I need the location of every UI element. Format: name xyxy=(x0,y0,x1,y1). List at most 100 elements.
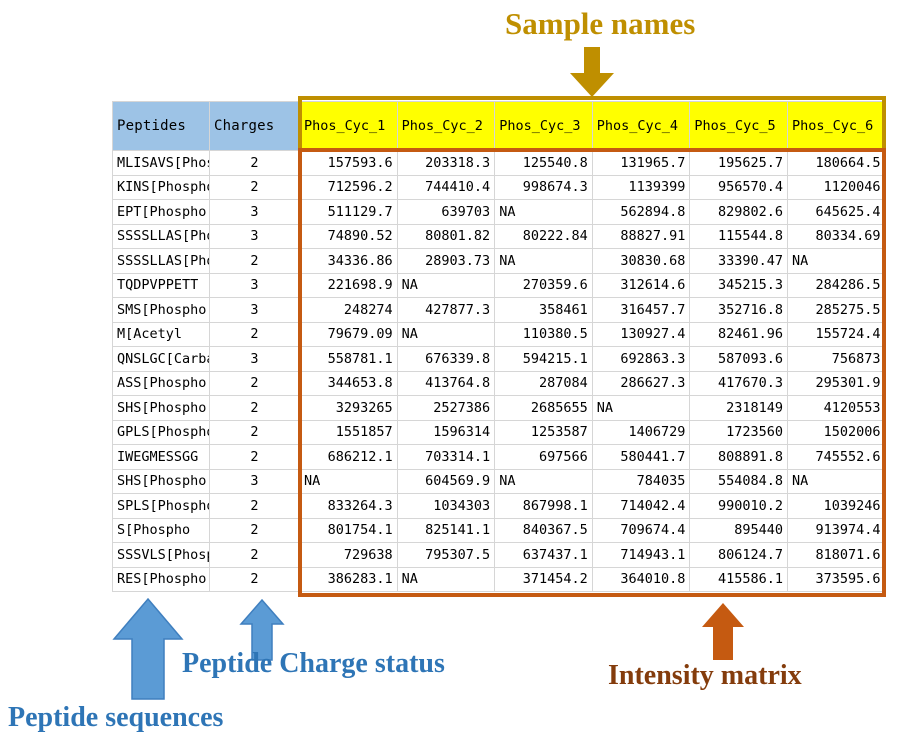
cell-intensity[interactable]: 913974.4 xyxy=(786,517,886,543)
cell-intensity[interactable]: 1551857 xyxy=(299,419,398,445)
cell-intensity[interactable]: 373595.6 xyxy=(786,566,886,592)
cell-intensity[interactable]: 80222.84 xyxy=(494,223,593,249)
cell-peptide[interactable]: SSSSLLAS[Phospho xyxy=(112,248,210,274)
cell-intensity[interactable]: 28903.73 xyxy=(396,248,496,274)
cell-intensity[interactable]: NA xyxy=(396,272,496,298)
cell-intensity[interactable]: 1723560 xyxy=(689,419,788,445)
cell-charge[interactable]: 2 xyxy=(209,321,300,347)
cell-intensity[interactable]: 756873 xyxy=(786,346,886,372)
cell-intensity[interactable]: 286627.3 xyxy=(591,370,691,396)
cell-intensity[interactable]: 413764.8 xyxy=(396,370,496,396)
cell-intensity[interactable]: NA xyxy=(396,321,496,347)
cell-intensity[interactable]: NA xyxy=(494,199,593,225)
cell-charge[interactable]: 3 xyxy=(209,346,300,372)
cell-intensity[interactable]: 580441.7 xyxy=(591,444,691,470)
cell-intensity[interactable]: 833264.3 xyxy=(299,493,398,519)
cell-intensity[interactable]: 312614.6 xyxy=(591,272,691,298)
cell-intensity[interactable]: 990010.2 xyxy=(689,493,788,519)
cell-intensity[interactable]: 587093.6 xyxy=(689,346,788,372)
cell-charge[interactable]: 3 xyxy=(209,223,300,249)
cell-intensity[interactable]: 74890.52 xyxy=(299,223,398,249)
cell-intensity[interactable]: 840367.5 xyxy=(494,517,593,543)
cell-intensity[interactable]: 714943.1 xyxy=(591,542,691,568)
cell-charge[interactable]: 2 xyxy=(209,517,300,543)
cell-intensity[interactable]: 386283.1 xyxy=(299,566,398,592)
cell-charge[interactable]: 2 xyxy=(209,566,300,592)
cell-intensity[interactable]: 427877.3 xyxy=(396,297,496,323)
cell-intensity[interactable]: NA xyxy=(786,468,886,494)
cell-peptide[interactable]: ASS[Phospho xyxy=(112,370,210,396)
cell-intensity[interactable]: 709674.4 xyxy=(591,517,691,543)
cell-intensity[interactable]: 558781.1 xyxy=(299,346,398,372)
cell-charge[interactable]: 3 xyxy=(209,297,300,323)
cell-intensity[interactable]: 729638 xyxy=(299,542,398,568)
cell-charge[interactable]: 2 xyxy=(209,150,300,176)
cell-peptide[interactable]: GPLS[Phospho xyxy=(112,419,210,445)
cell-intensity[interactable]: 818071.6 xyxy=(786,542,886,568)
cell-intensity[interactable]: 1502006 xyxy=(786,419,886,445)
cell-charge[interactable]: 2 xyxy=(209,370,300,396)
column-header-charges[interactable]: Charges xyxy=(209,101,300,151)
cell-intensity[interactable]: 806124.7 xyxy=(689,542,788,568)
cell-intensity[interactable]: 1120046 xyxy=(786,174,886,200)
cell-intensity[interactable]: 345215.3 xyxy=(689,272,788,298)
cell-intensity[interactable]: 639703 xyxy=(396,199,496,225)
cell-charge[interactable]: 2 xyxy=(209,395,300,421)
cell-intensity[interactable]: 645625.4 xyxy=(786,199,886,225)
column-header-sample-5[interactable]: Phos_Cyc_5 xyxy=(689,101,788,151)
cell-intensity[interactable]: 801754.1 xyxy=(299,517,398,543)
cell-intensity[interactable]: 1039246 xyxy=(786,493,886,519)
cell-intensity[interactable]: 417670.3 xyxy=(689,370,788,396)
cell-intensity[interactable]: 415586.1 xyxy=(689,566,788,592)
cell-intensity[interactable]: NA xyxy=(786,248,886,274)
cell-intensity[interactable]: 284286.5 xyxy=(786,272,886,298)
cell-intensity[interactable]: 195625.7 xyxy=(689,150,788,176)
cell-intensity[interactable]: 34336.86 xyxy=(299,248,398,274)
cell-intensity[interactable]: NA xyxy=(494,248,593,274)
cell-intensity[interactable]: 1253587 xyxy=(494,419,593,445)
cell-charge[interactable]: 3 xyxy=(209,468,300,494)
cell-intensity[interactable]: 4120553 xyxy=(786,395,886,421)
cell-intensity[interactable]: 295301.9 xyxy=(786,370,886,396)
cell-charge[interactable]: 2 xyxy=(209,248,300,274)
cell-intensity[interactable]: 80801.82 xyxy=(396,223,496,249)
cell-intensity[interactable]: 562894.8 xyxy=(591,199,691,225)
cell-intensity[interactable]: 270359.6 xyxy=(494,272,593,298)
cell-intensity[interactable]: 692863.3 xyxy=(591,346,691,372)
cell-intensity[interactable]: 2685655 xyxy=(494,395,593,421)
cell-intensity[interactable]: 110380.5 xyxy=(494,321,593,347)
cell-intensity[interactable]: 131965.7 xyxy=(591,150,691,176)
cell-intensity[interactable]: 2527386 xyxy=(396,395,496,421)
column-header-sample-2[interactable]: Phos_Cyc_2 xyxy=(396,101,496,151)
cell-intensity[interactable]: 3293265 xyxy=(299,395,398,421)
cell-intensity[interactable]: 364010.8 xyxy=(591,566,691,592)
cell-peptide[interactable]: SHS[Phospho xyxy=(112,468,210,494)
cell-intensity[interactable]: 2318149 xyxy=(689,395,788,421)
cell-intensity[interactable]: 744410.4 xyxy=(396,174,496,200)
cell-intensity[interactable]: 604569.9 xyxy=(396,468,496,494)
cell-intensity[interactable]: 287084 xyxy=(494,370,593,396)
cell-intensity[interactable]: 697566 xyxy=(494,444,593,470)
cell-intensity[interactable]: NA xyxy=(494,468,593,494)
cell-intensity[interactable]: 594215.1 xyxy=(494,346,593,372)
cell-intensity[interactable]: 30830.68 xyxy=(591,248,691,274)
cell-intensity[interactable]: 157593.6 xyxy=(299,150,398,176)
cell-charge[interactable]: 2 xyxy=(209,174,300,200)
cell-charge[interactable]: 2 xyxy=(209,542,300,568)
column-header-sample-3[interactable]: Phos_Cyc_3 xyxy=(494,101,593,151)
cell-intensity[interactable]: 829802.6 xyxy=(689,199,788,225)
cell-intensity[interactable]: 155724.4 xyxy=(786,321,886,347)
cell-peptide[interactable]: S[Phospho xyxy=(112,517,210,543)
cell-peptide[interactable]: M[Acetyl xyxy=(112,321,210,347)
cell-intensity[interactable]: 180664.5 xyxy=(786,150,886,176)
cell-intensity[interactable]: 686212.1 xyxy=(299,444,398,470)
cell-intensity[interactable]: 125540.8 xyxy=(494,150,593,176)
cell-peptide[interactable]: MLISAVS[Phospho xyxy=(112,150,210,176)
cell-peptide[interactable]: SSSSLLAS[Phospho xyxy=(112,223,210,249)
cell-charge[interactable]: 3 xyxy=(209,199,300,225)
cell-intensity[interactable]: NA xyxy=(299,468,398,494)
cell-intensity[interactable]: 358461 xyxy=(494,297,593,323)
cell-intensity[interactable]: 1139399 xyxy=(591,174,691,200)
cell-intensity[interactable]: 1406729 xyxy=(591,419,691,445)
cell-intensity[interactable]: 511129.7 xyxy=(299,199,398,225)
